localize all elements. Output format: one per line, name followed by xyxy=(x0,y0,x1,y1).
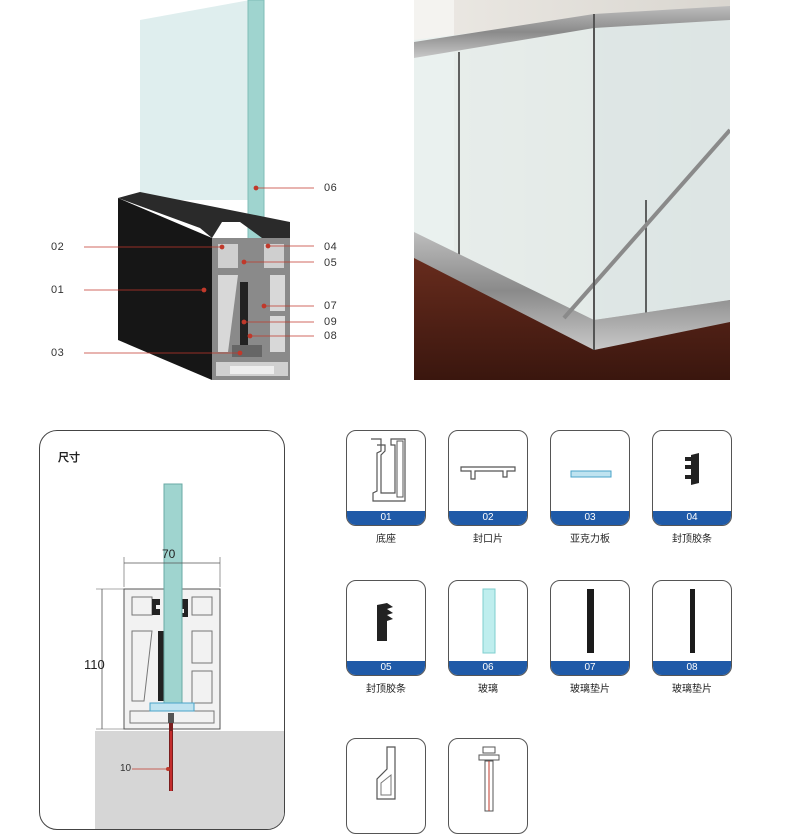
part-card-08: 08 玻璃垫片 xyxy=(652,580,732,695)
profile-front-face xyxy=(118,198,212,380)
installation-photo xyxy=(414,0,730,380)
part-card-09 xyxy=(346,738,426,834)
part-name-06: 玻璃 xyxy=(478,684,498,695)
part-card-04: 04 封顶胶条 xyxy=(652,430,732,545)
wedge-profile-icon xyxy=(376,746,396,800)
dimension-title: 尺寸 xyxy=(58,452,80,464)
part-code-07: 07 xyxy=(551,661,629,675)
part-card-01: 01 底座 xyxy=(346,430,426,545)
part-name-03: 亚克力板 xyxy=(570,534,610,545)
glass-spacer-icon xyxy=(690,589,695,653)
callout-07: 07 xyxy=(324,300,338,312)
part-name-08: 玻璃垫片 xyxy=(672,684,712,695)
anchor-bolt-icon xyxy=(478,746,500,812)
part-name-05: 封顶胶条 xyxy=(366,684,406,695)
part-code-04: 04 xyxy=(653,511,731,525)
sealing-strip-icon xyxy=(460,466,516,480)
width-dimension-label: 70 xyxy=(162,547,176,561)
part-name-01: 底座 xyxy=(376,534,396,545)
callout-06: 06 xyxy=(324,182,338,194)
part-name-04: 封顶胶条 xyxy=(672,534,712,545)
profile-3d-illustration xyxy=(84,0,314,380)
glass-icon xyxy=(482,588,496,654)
top-rubber-strip-icon xyxy=(685,453,699,485)
part-name-02: 封口片 xyxy=(473,534,503,545)
callout-03: 03 xyxy=(51,347,65,359)
dimension-drawing xyxy=(95,483,284,829)
part-code-02: 02 xyxy=(449,511,527,525)
dimension-panel: 尺寸 70 110 10 xyxy=(39,430,285,830)
callout-leaders xyxy=(84,185,314,356)
part-code-03: 03 xyxy=(551,511,629,525)
callout-08: 08 xyxy=(324,330,338,342)
part-card-03: 03 亚克力板 xyxy=(550,430,630,545)
callout-09: 09 xyxy=(324,316,338,328)
callout-01: 01 xyxy=(51,284,65,296)
profile-top-face xyxy=(118,192,290,238)
part-code-01: 01 xyxy=(347,511,425,525)
glass-spacer-icon xyxy=(587,589,594,653)
callout-04: 04 xyxy=(324,241,338,253)
concrete-base xyxy=(95,731,284,829)
part-card-02: 02 封口片 xyxy=(448,430,528,545)
top-rubber-strip-icon xyxy=(377,603,393,641)
anchor-label: 10 xyxy=(120,763,132,774)
acrylic-plate-icon xyxy=(570,470,612,478)
part-code-08: 08 xyxy=(653,661,731,675)
part-code-05: 05 xyxy=(347,661,425,675)
callout-02: 02 xyxy=(51,241,65,253)
part-name-07: 玻璃垫片 xyxy=(570,684,610,695)
glass-panel-back xyxy=(140,0,250,200)
glass-section xyxy=(163,483,183,705)
part-card-10 xyxy=(448,738,528,834)
part-card-06: 06 玻璃 xyxy=(448,580,528,695)
height-dimension-label: 110 xyxy=(84,657,105,672)
part-code-06: 06 xyxy=(449,661,527,675)
part-card-07: 07 玻璃垫片 xyxy=(550,580,630,695)
base-profile-icon xyxy=(371,438,406,502)
callout-05: 05 xyxy=(324,257,338,269)
part-card-05: 05 封顶胶条 xyxy=(346,580,426,695)
